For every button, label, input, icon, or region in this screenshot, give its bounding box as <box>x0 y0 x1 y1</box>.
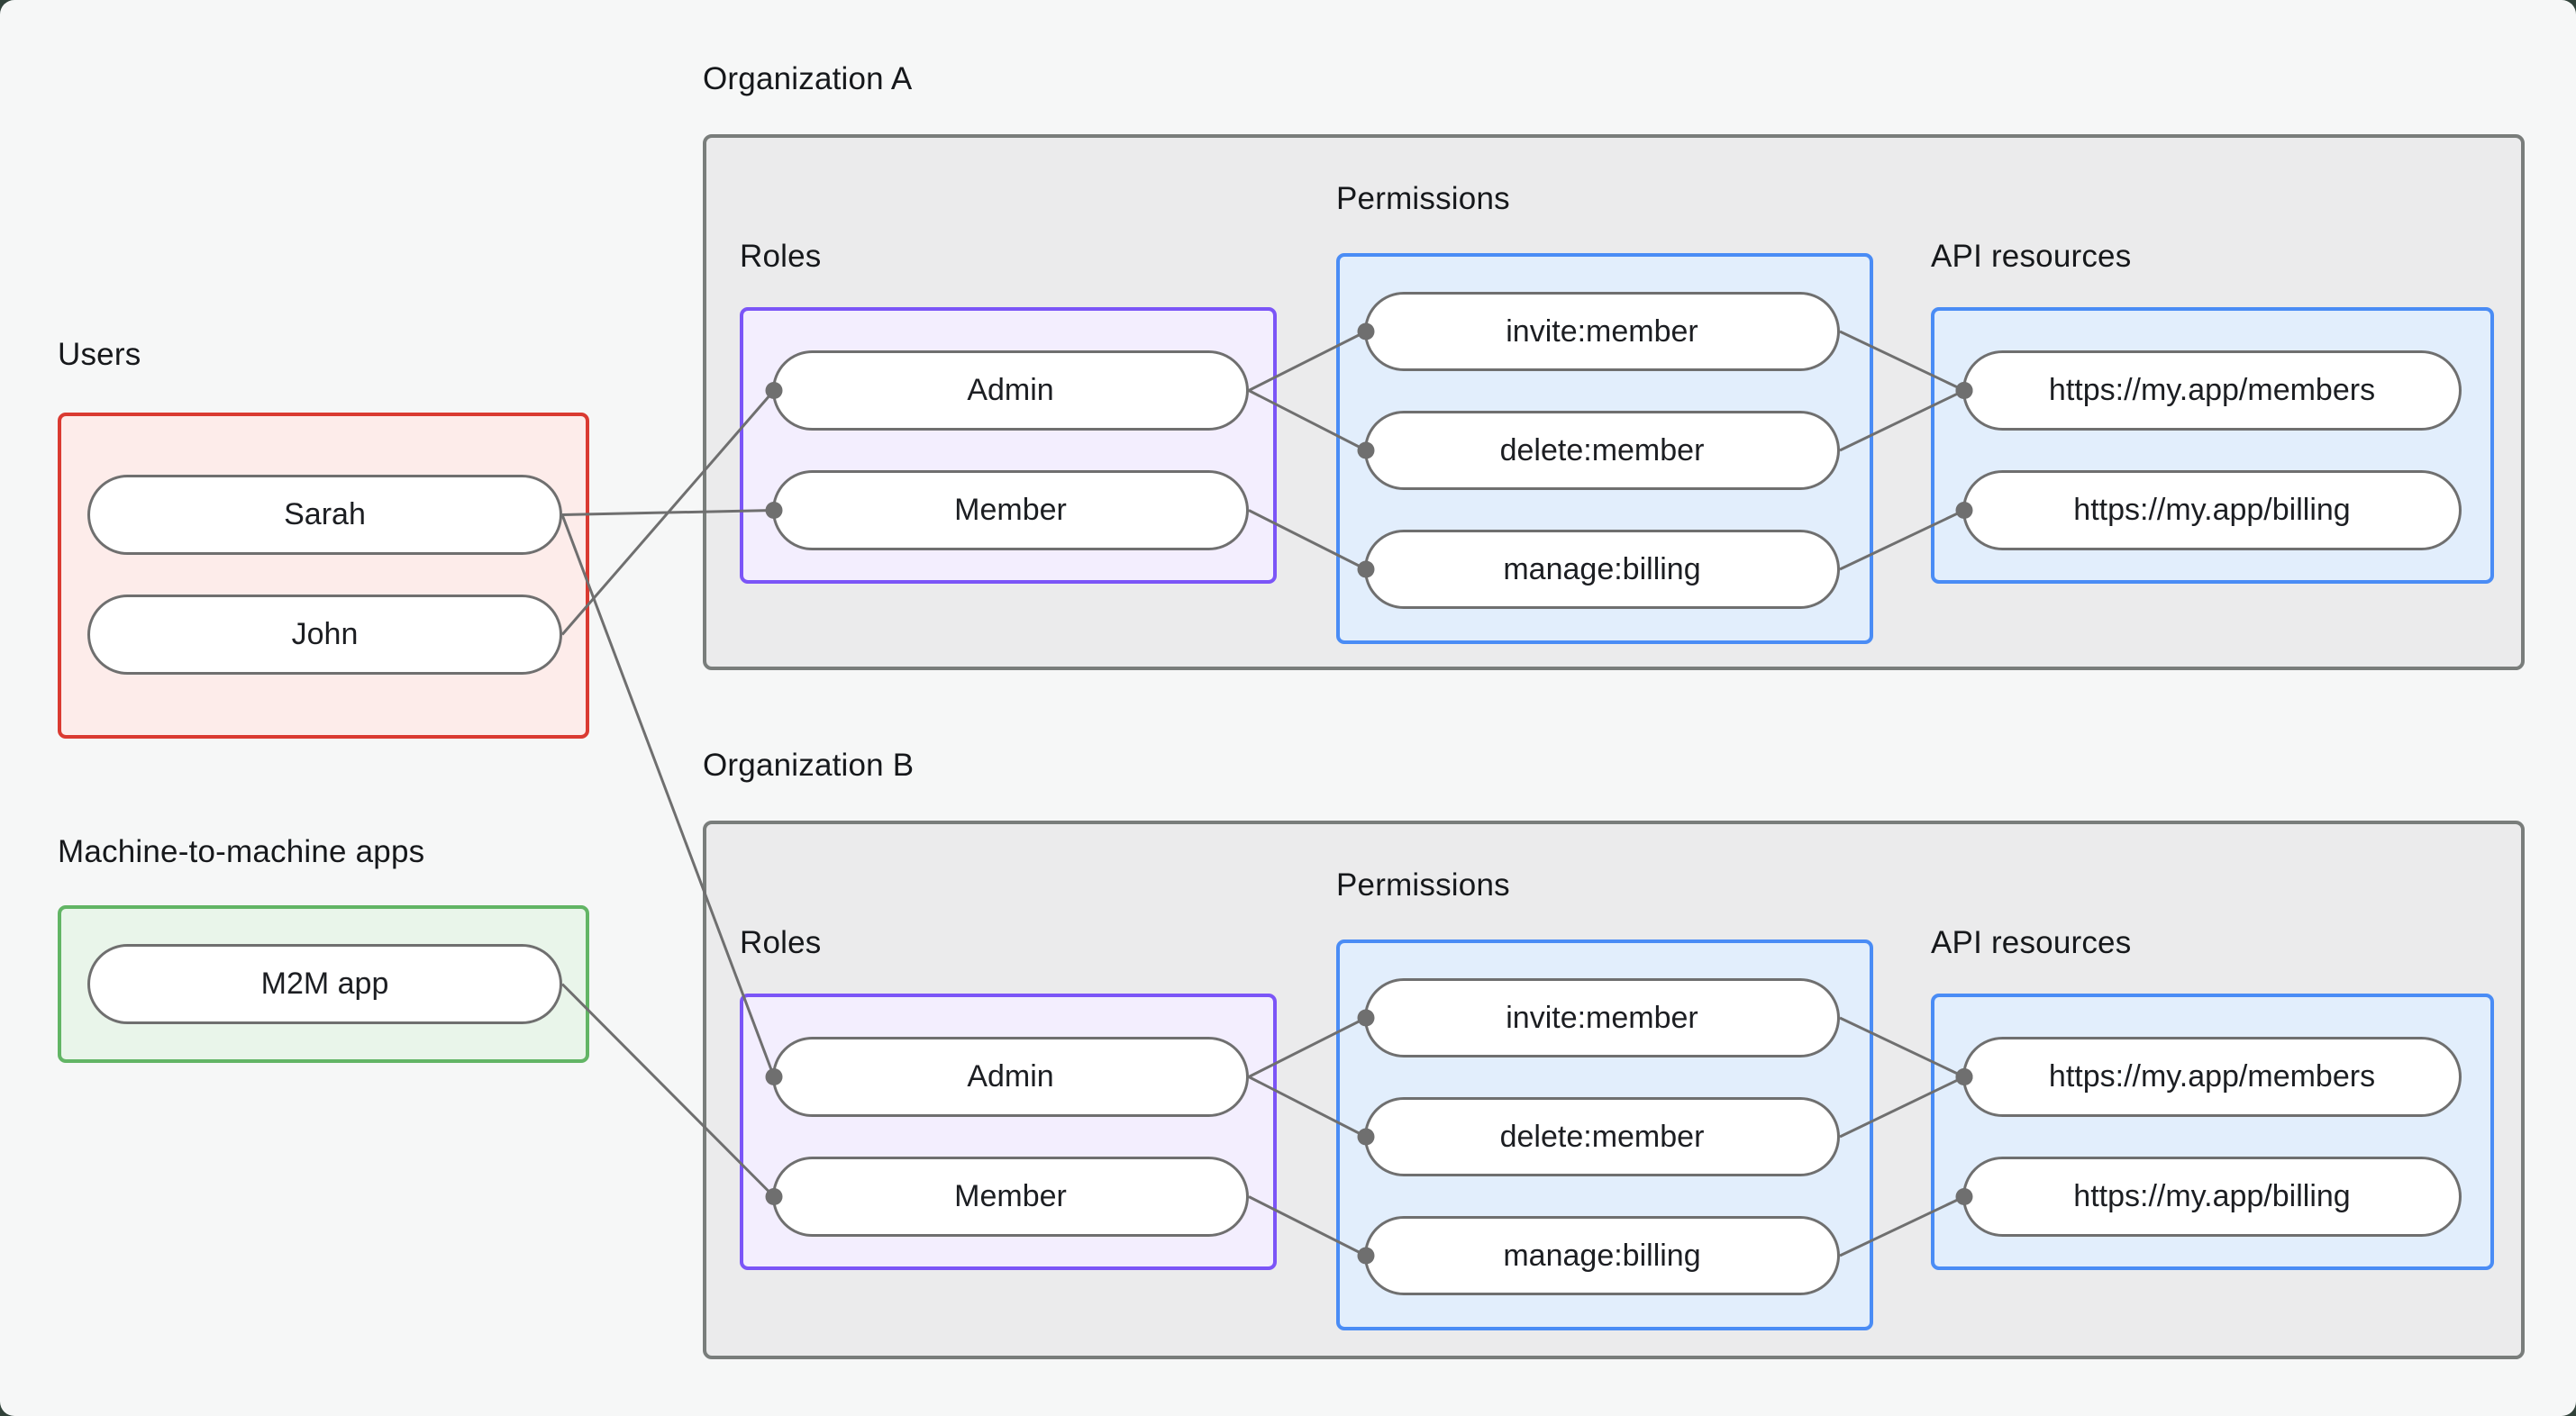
users-section-label: Users <box>58 337 141 372</box>
org-a-resources-label: API resources <box>1931 239 2132 274</box>
org-a-role-admin: Admin <box>772 350 1249 431</box>
org-b-title: Organization B <box>703 748 915 783</box>
org-a-permission-invite: invite:member <box>1364 292 1840 371</box>
org-a-role-member: Member <box>772 470 1249 550</box>
org-a-resource-members: https://my.app/members <box>1962 350 2462 431</box>
org-a-resource-billing: https://my.app/billing <box>1962 470 2462 550</box>
org-a-permission-delete: delete:member <box>1364 411 1840 490</box>
org-b-role-admin: Admin <box>772 1037 1249 1117</box>
user-node-john: John <box>87 595 562 675</box>
users-group-box <box>58 413 589 739</box>
user-node-sarah: Sarah <box>87 475 562 555</box>
m2m-section-label: Machine-to-machine apps <box>58 834 425 869</box>
org-a-title: Organization A <box>703 61 913 96</box>
org-b-permissions-label: Permissions <box>1336 867 1510 903</box>
org-b-resource-billing: https://my.app/billing <box>1962 1157 2462 1237</box>
org-b-resource-members: https://my.app/members <box>1962 1037 2462 1117</box>
m2m-app-node: M2M app <box>87 944 562 1024</box>
org-a-permissions-label: Permissions <box>1336 181 1510 216</box>
org-b-permission-invite: invite:member <box>1364 978 1840 1057</box>
org-b-permission-manage: manage:billing <box>1364 1216 1840 1295</box>
org-b-box: Roles Admin Member Permissions invite:me… <box>703 821 2525 1359</box>
org-b-roles-label: Roles <box>740 925 822 960</box>
org-b-resources-label: API resources <box>1931 925 2132 960</box>
org-a-box: Roles Admin Member Permissions invite:me… <box>703 134 2525 670</box>
org-a-roles-label: Roles <box>740 239 822 274</box>
org-b-permission-delete: delete:member <box>1364 1097 1840 1176</box>
org-b-role-member: Member <box>772 1157 1249 1237</box>
org-a-permission-manage: manage:billing <box>1364 530 1840 609</box>
